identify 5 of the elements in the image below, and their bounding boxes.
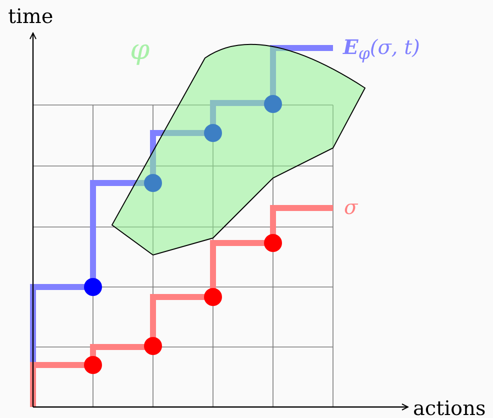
path-label: σ [344,197,358,217]
axis-label: actions [413,398,486,418]
path-label: E$_{φ}$(σ, t) [343,37,420,63]
region-label: φ [130,36,150,64]
axis-label: time [8,6,54,26]
